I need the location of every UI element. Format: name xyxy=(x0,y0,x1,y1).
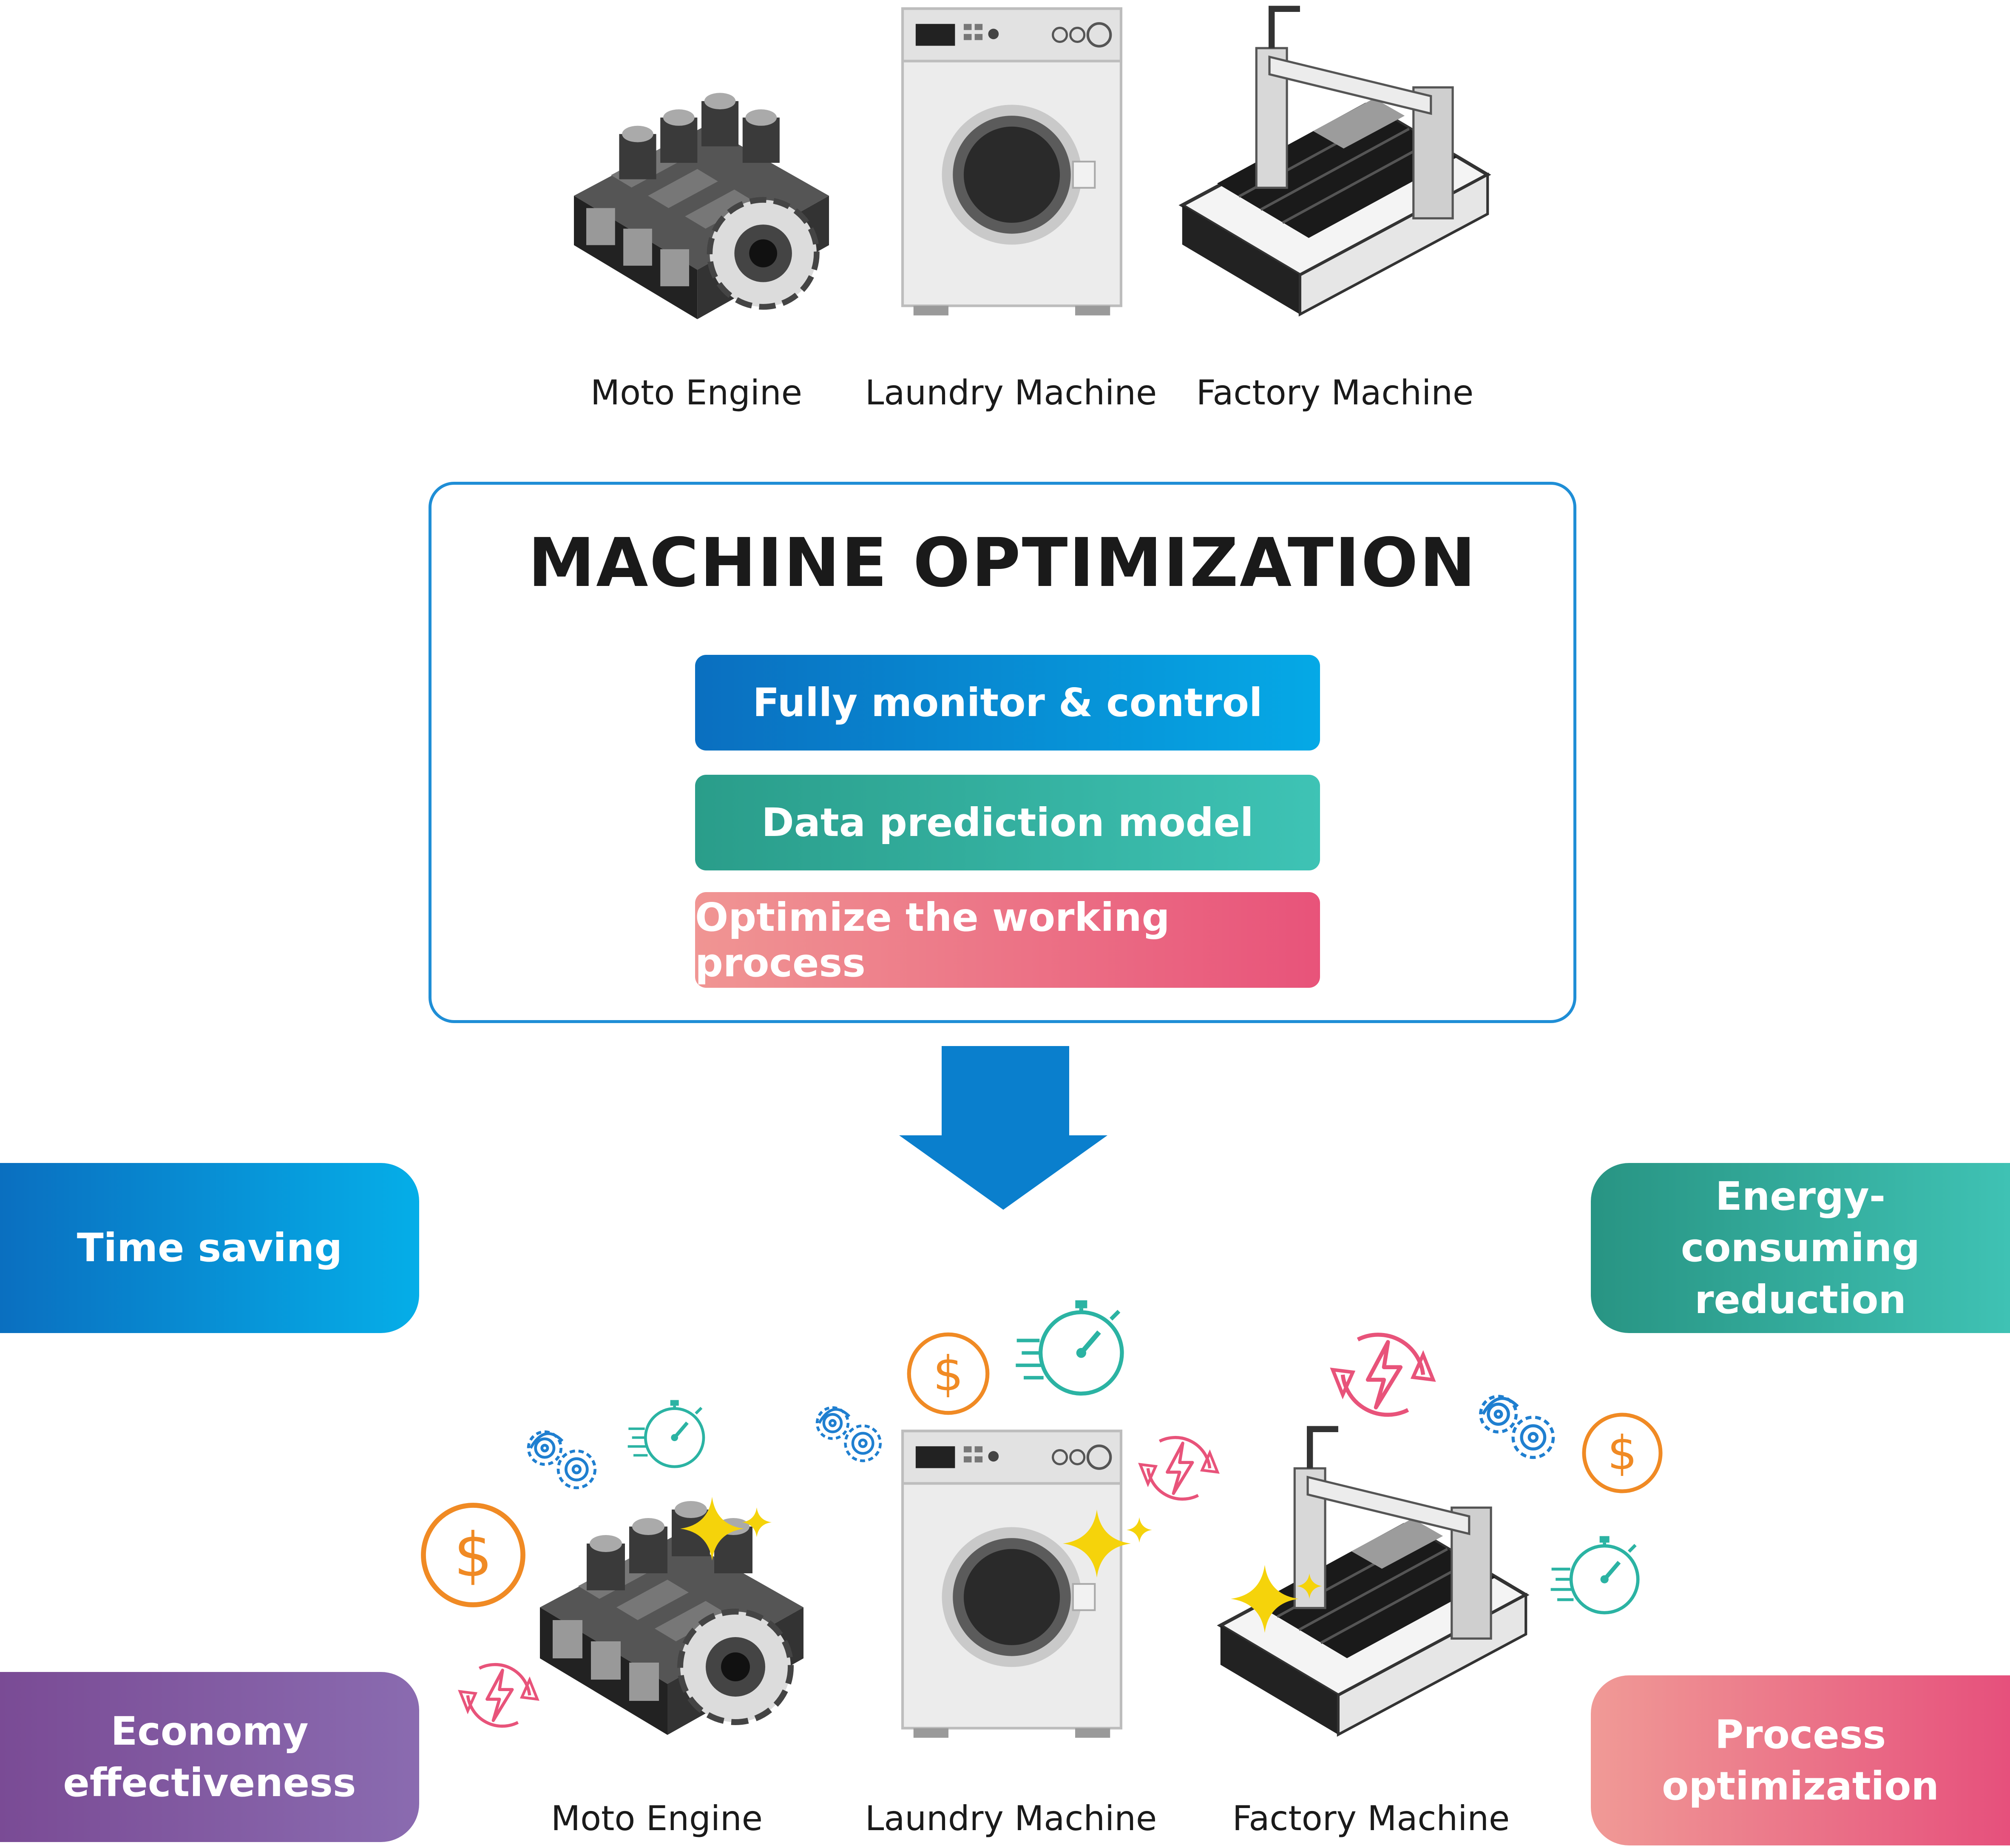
step-data-prediction: Data prediction model xyxy=(695,775,1320,870)
benefit-economy: Economy effectiveness xyxy=(0,1672,419,1842)
down-arrow-icon xyxy=(899,1046,1107,1210)
bottom-machine-label-engine: Moto Engine xyxy=(551,1799,763,1838)
benefit-energy: Energy-consuming reduction xyxy=(1591,1163,2010,1333)
gears-icon xyxy=(1471,1383,1564,1468)
benefit-process: Process optimization xyxy=(1591,1675,2010,1845)
stopwatch-icon xyxy=(625,1395,710,1473)
engine-icon xyxy=(523,1480,820,1743)
sparkle-icon xyxy=(742,1507,772,1537)
energy-icon xyxy=(1136,1426,1221,1511)
sparkle-icon xyxy=(1063,1510,1131,1578)
sparkle-icon xyxy=(680,1497,744,1561)
top-machine-label-factory: Factory Machine xyxy=(1196,373,1474,412)
benefit-time-saving: Time saving xyxy=(0,1163,419,1333)
optimization-title: MACHINE OPTIMIZATION xyxy=(528,524,1477,602)
gears-icon xyxy=(809,1396,890,1470)
top-machine-label-engine: Moto Engine xyxy=(591,373,802,412)
bottom-machine-label-laundry: Laundry Machine xyxy=(865,1799,1157,1838)
stopwatch-icon xyxy=(1547,1530,1645,1621)
washing-machine-icon xyxy=(897,1427,1127,1741)
dollar-icon xyxy=(1580,1410,1665,1495)
step-optimize-process: Optimize the working process xyxy=(695,892,1320,988)
cnc-machine-icon xyxy=(1169,0,1501,323)
top-machine-label-laundry: Laundry Machine xyxy=(865,373,1157,412)
bottom-machine-label-factory: Factory Machine xyxy=(1232,1799,1510,1838)
step-monitor-control: Fully monitor & control xyxy=(695,655,1320,751)
stopwatch-icon xyxy=(1012,1293,1131,1403)
energy-icon xyxy=(1328,1319,1438,1430)
sparkle-icon xyxy=(1231,1565,1299,1633)
washing-machine-icon xyxy=(897,4,1127,319)
dollar-icon xyxy=(418,1500,528,1610)
gears-icon xyxy=(520,1419,605,1498)
engine-icon xyxy=(553,72,850,327)
energy-icon xyxy=(456,1653,541,1738)
sparkle-icon xyxy=(1127,1517,1152,1543)
optimization-panel: MACHINE OPTIMIZATION Fully monitor & con… xyxy=(429,482,1576,1023)
sparkle-icon xyxy=(1297,1573,1322,1599)
dollar-icon xyxy=(905,1330,992,1417)
